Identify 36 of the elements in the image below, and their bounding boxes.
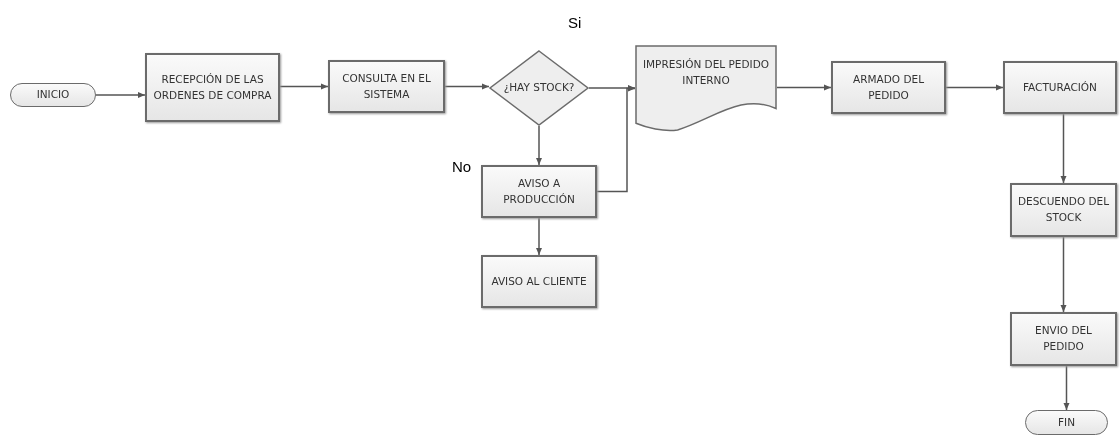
process-box — [1010, 183, 1117, 237]
node-label: RECEPCIÓN DE LAS ORDENES DE COMPRA — [152, 71, 273, 103]
arrow — [1060, 236, 1067, 313]
terminal-shape — [1025, 410, 1108, 435]
terminal-shape — [10, 83, 96, 107]
arrow — [279, 83, 329, 90]
process-box — [1010, 312, 1117, 366]
process-box — [328, 60, 445, 113]
node-label: AVISO AL CLIENTE — [490, 273, 588, 289]
process-box — [831, 61, 946, 114]
arrow — [776, 84, 832, 91]
node-label: ¿HAY STOCK? — [502, 80, 576, 96]
node-label: FACTURACIÓN — [1022, 79, 1098, 95]
arrow — [536, 217, 542, 256]
arrow — [536, 125, 542, 166]
process-box — [145, 53, 280, 122]
process-box — [481, 255, 597, 308]
branch-label: Si — [568, 14, 582, 31]
arrow — [945, 84, 1004, 91]
arrow — [596, 85, 636, 193]
arrow — [1060, 113, 1067, 184]
arrow — [95, 92, 146, 98]
node-label: DESCUENDO DEL STOCK — [1016, 194, 1111, 225]
node-label: IMPRESIÓN DEL PEDIDO INTERNO — [641, 57, 770, 88]
process-box — [481, 165, 597, 218]
node-label: FIN — [1057, 414, 1076, 430]
arrow — [1063, 365, 1070, 411]
node-label: ARMADO DEL PEDIDO — [852, 71, 925, 103]
node-label: CONSULTA EN EL SISTEMA — [341, 70, 432, 102]
arrow — [444, 83, 490, 90]
process-box — [1003, 61, 1117, 114]
branch-label: No — [452, 158, 472, 175]
node-label: INICIO — [35, 87, 71, 103]
arrow — [588, 85, 636, 91]
node-label: ENVIO DEL PEDIDO — [1034, 323, 1093, 354]
node-label: AVISO A PRODUCCIÓN — [502, 175, 576, 207]
